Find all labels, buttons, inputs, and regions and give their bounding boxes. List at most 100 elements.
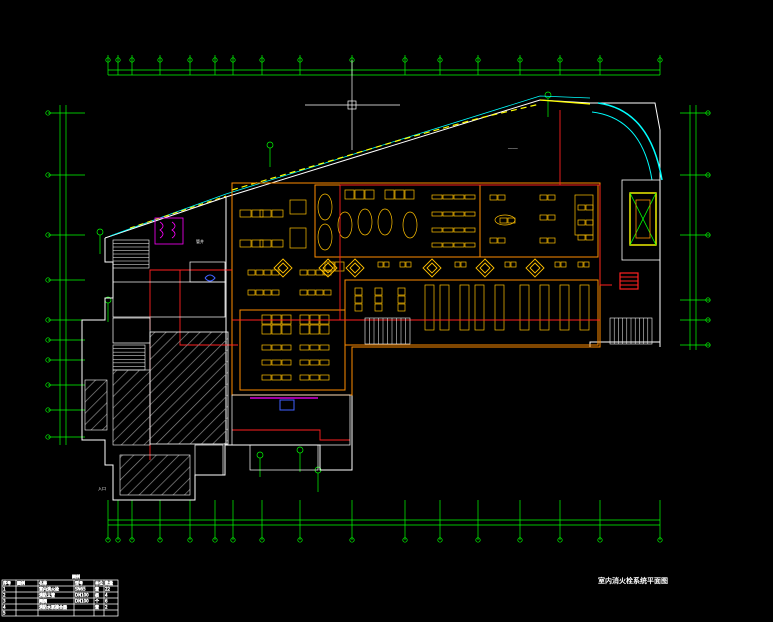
shelf-cell	[453, 242, 465, 248]
hydrant-marker	[544, 91, 552, 99]
svg-text:────: ────	[507, 146, 518, 151]
shelf-cell	[299, 314, 310, 325]
legend-cell-text: 套	[95, 586, 99, 592]
grid-bubble-top	[115, 57, 121, 63]
grid-bubble-bottom	[657, 537, 663, 543]
diamond-display	[318, 258, 338, 278]
grid-bubble-bottom	[259, 537, 265, 543]
shelf-cell	[431, 211, 443, 217]
shelf-cell	[577, 204, 586, 211]
grid-bubble-bottom	[105, 537, 111, 543]
grid-bubble-top	[157, 57, 163, 63]
grid-bubble-top	[402, 57, 408, 63]
grid-bubble-top	[230, 57, 236, 63]
oval-display	[337, 211, 353, 239]
legend-cell-text: 名称	[39, 580, 47, 586]
shelf-cell	[499, 217, 508, 224]
grid-bubble-bottom	[349, 537, 355, 543]
shelf-gondola	[574, 194, 594, 236]
long-rack	[424, 284, 435, 331]
grid-bubble-top	[297, 57, 303, 63]
grid-bubble-bottom	[187, 537, 193, 543]
shelf-cell	[394, 189, 405, 200]
shelf-cell	[577, 261, 584, 268]
shelf-cell	[453, 227, 465, 233]
grid-bubble-bottom	[115, 537, 121, 543]
long-rack	[439, 284, 450, 331]
shelf-cell	[374, 287, 383, 296]
grid-bubble-top	[475, 57, 481, 63]
grid-bubble-right	[705, 297, 711, 303]
shelf-cell	[299, 289, 308, 296]
shelf-cell	[539, 237, 548, 244]
diamond-display	[525, 258, 545, 278]
diamond-display	[422, 258, 442, 278]
shelf-cell	[454, 261, 461, 268]
shelf-cell	[299, 359, 310, 366]
shelf-cell	[334, 261, 345, 272]
shelf-cell	[354, 189, 365, 200]
legend-cell	[37, 609, 75, 617]
grid-bubble-right	[705, 317, 711, 323]
legend-cell-text: 2	[105, 605, 108, 610]
long-rack	[539, 284, 550, 331]
hydrant-marker	[296, 446, 304, 454]
grid-bubble-top	[129, 57, 135, 63]
grid-bubble-top	[597, 57, 603, 63]
long-rack	[579, 284, 590, 331]
shelf-cell	[281, 374, 292, 381]
grid-bubble-top	[105, 57, 111, 63]
shelf-cell	[431, 194, 443, 200]
stair-west	[112, 239, 150, 371]
grid-bubble-bottom	[597, 537, 603, 543]
grid-bubble-left	[45, 172, 51, 178]
shelf-cell	[261, 374, 272, 381]
oval-display	[357, 208, 373, 236]
legend-cell-text: 消防立管	[39, 592, 55, 598]
shelf-cell	[377, 261, 384, 268]
legend-cell-text: 单位	[95, 580, 103, 586]
grid-bubble-top	[657, 57, 663, 63]
shelf-cell	[261, 344, 272, 351]
long-rack	[474, 284, 485, 331]
west-rooms	[112, 261, 351, 476]
hydrant-marker	[96, 228, 104, 236]
svg-text:管井: 管井	[196, 238, 204, 244]
shelf-cell	[489, 237, 498, 244]
blue-fixtures	[204, 274, 295, 411]
diamond-display	[475, 258, 495, 278]
shelf-cell	[259, 239, 272, 248]
shelf-cell	[271, 209, 284, 218]
shelf-cell	[547, 237, 556, 244]
shelf-cell	[319, 344, 330, 351]
diamond-inner	[529, 262, 541, 274]
shelf-cell	[585, 219, 594, 226]
legend-cell	[15, 603, 39, 611]
grid-bubble-bottom	[212, 537, 218, 543]
diamond-display	[345, 258, 365, 278]
legend-cell-text: 室内消火栓	[39, 586, 59, 592]
shelf-cell	[309, 359, 320, 366]
shelf-cell	[299, 269, 308, 276]
grid-bubble-left	[45, 232, 51, 238]
grid-bubble-left	[45, 382, 51, 388]
grid-bubble-top	[259, 57, 265, 63]
shelf-cell	[255, 289, 264, 296]
shelf-cell	[281, 314, 292, 325]
grid-bubble-bottom	[557, 537, 563, 543]
legend-cell	[15, 597, 39, 605]
shelf-cell	[442, 194, 454, 200]
grid-bubble-left	[45, 277, 51, 283]
legend-cell-text: SN65	[75, 587, 86, 592]
store-fixtures	[239, 189, 594, 381]
grid-bubble-right	[705, 342, 711, 348]
long-rack	[559, 284, 570, 331]
diamond-displays	[273, 258, 545, 278]
shelf-cell	[547, 214, 556, 221]
shelf-cell	[319, 314, 330, 325]
legend-cell	[103, 609, 119, 617]
legend-cell	[15, 591, 39, 599]
shelf-cell	[309, 324, 320, 335]
grid-bubble-right	[705, 110, 711, 116]
